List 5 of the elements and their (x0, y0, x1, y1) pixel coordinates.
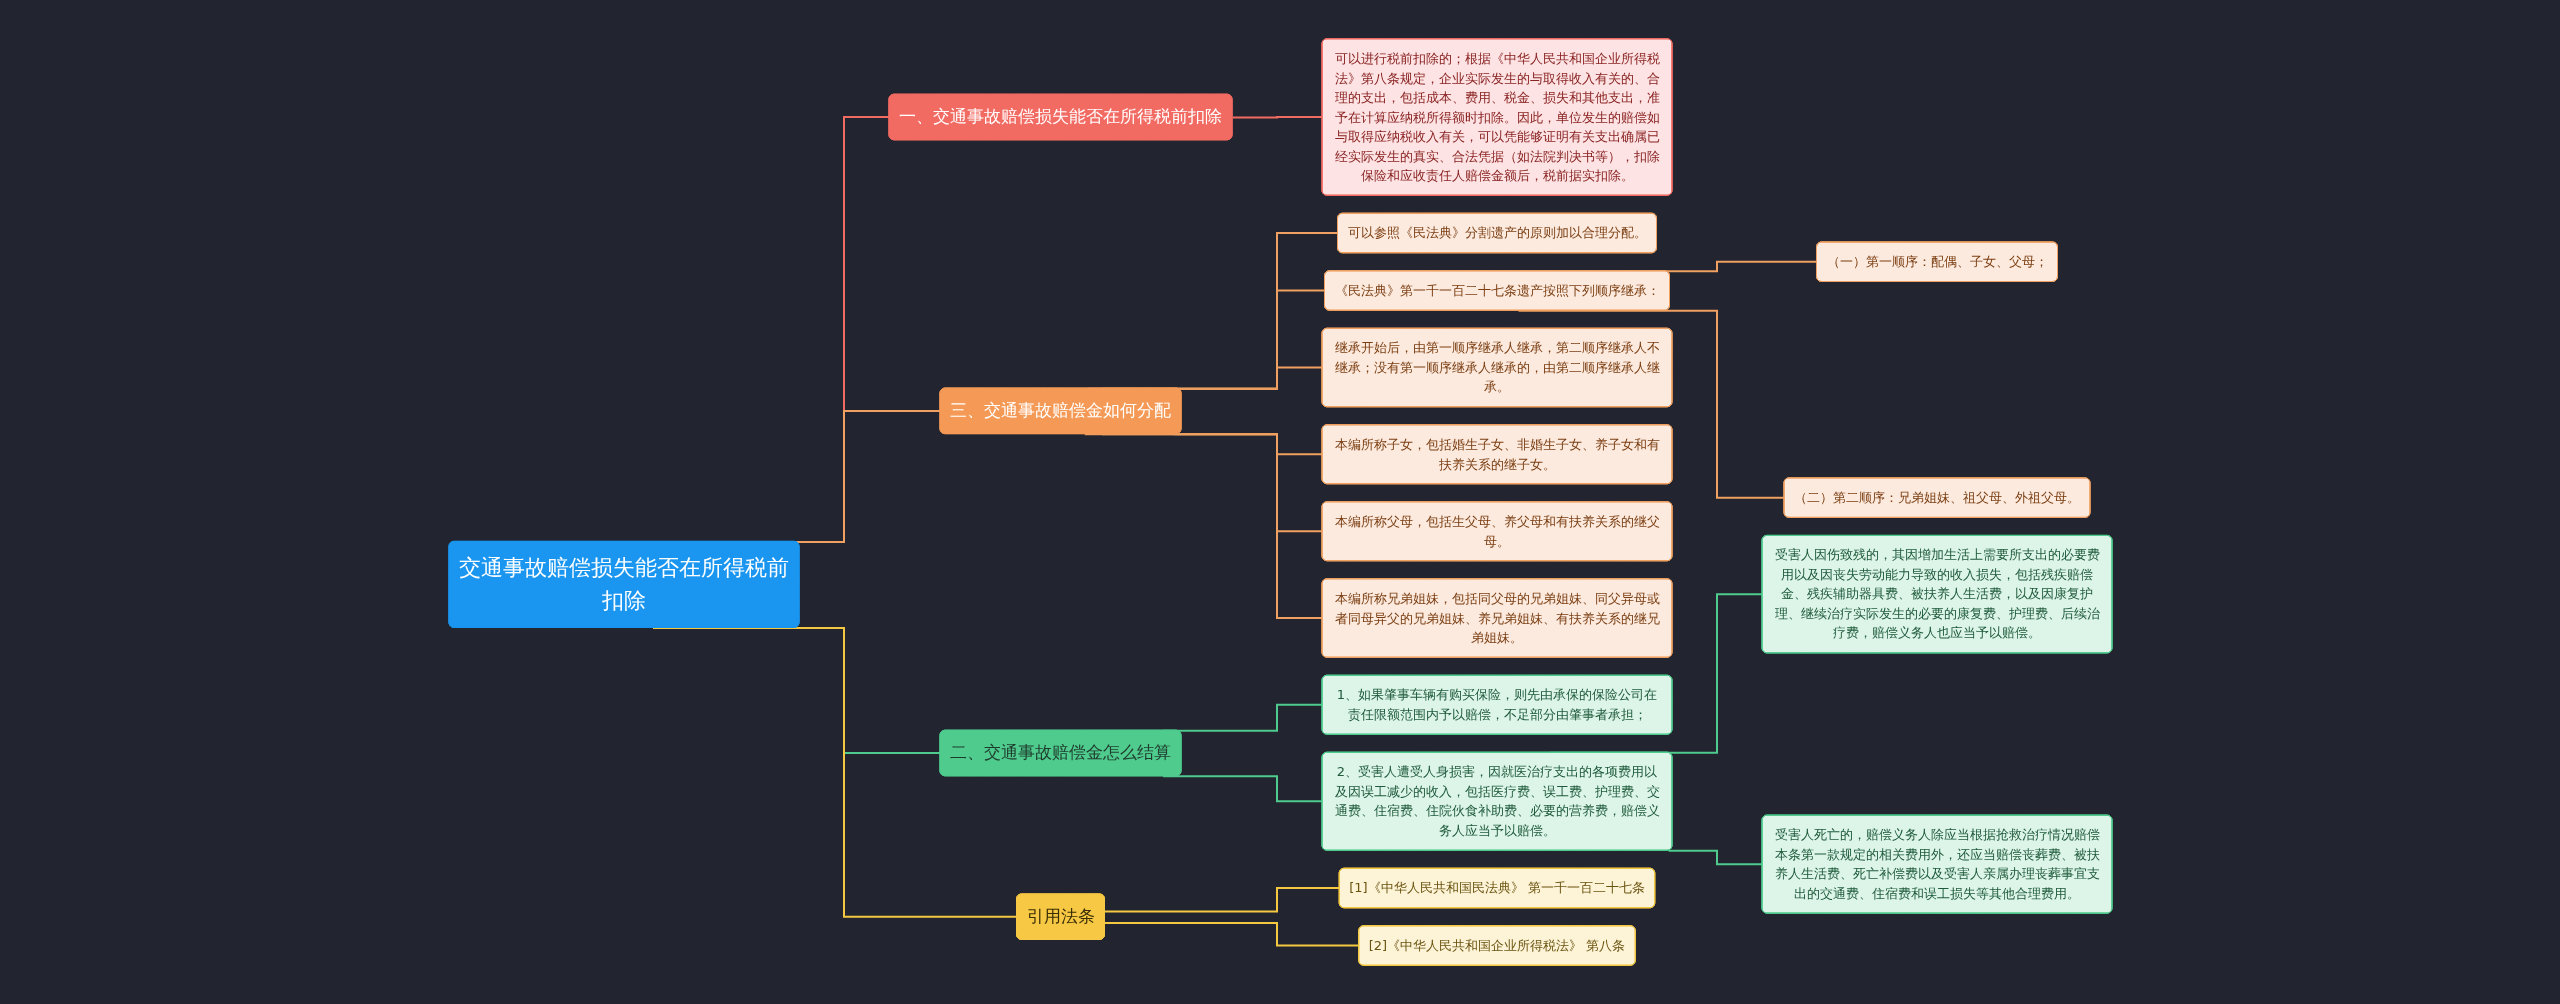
connector (1103, 922, 1360, 947)
connector (1083, 433, 1323, 620)
connector (1667, 849, 1763, 866)
connector (1231, 116, 1323, 119)
connector (1161, 775, 1323, 803)
